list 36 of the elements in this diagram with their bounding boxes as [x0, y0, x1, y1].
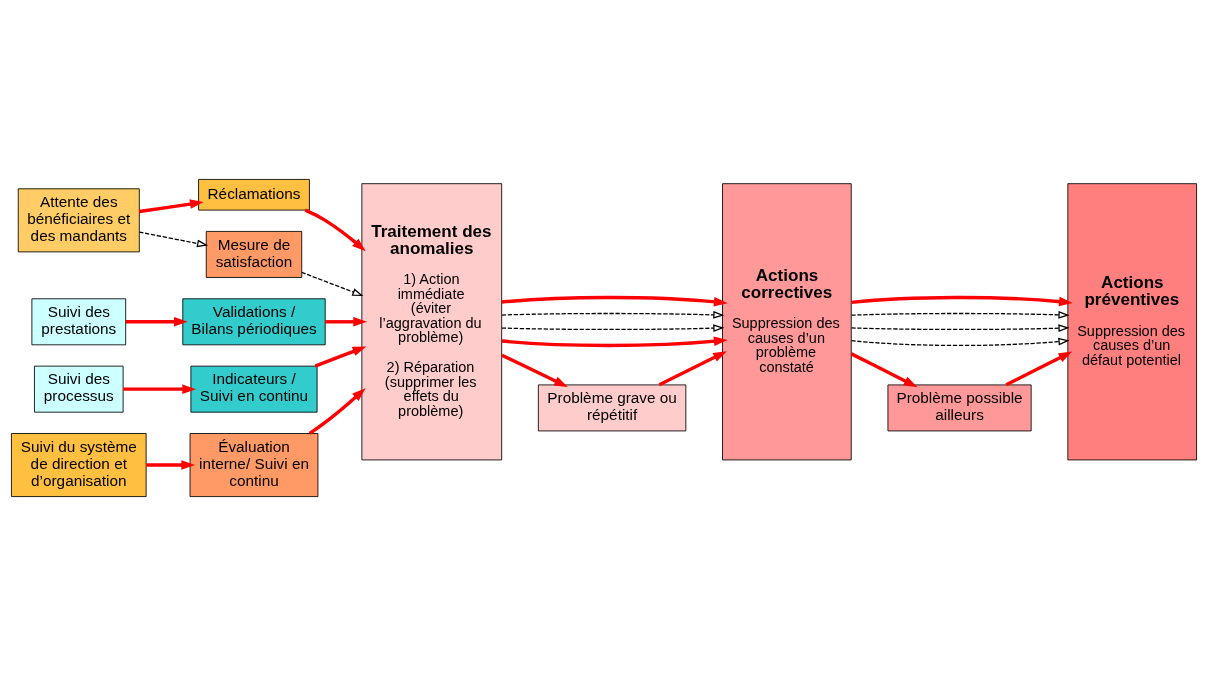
- node-box: Suivi du système de direction et d’organisation: [11, 432, 147, 497]
- arrow: [314, 346, 367, 368]
- arrow: [501, 336, 728, 347]
- arrow: [658, 350, 727, 386]
- arrow: [850, 310, 1070, 319]
- arrow: [501, 323, 725, 332]
- arrow: [304, 208, 366, 251]
- arrow: [851, 295, 1073, 306]
- arrow: [138, 230, 209, 247]
- node-box: Mesure de satisfaction: [205, 230, 303, 278]
- arrow: [125, 316, 188, 327]
- arrow: [308, 387, 366, 435]
- node-box: Traitement des anomalies 1) Action immédiate (éviter l’aggravation du problème) 2) Réparation (supprimer les effets du problème): [361, 182, 503, 460]
- node-box: Actions correctives Suppression des causes d’un problème constaté: [722, 182, 852, 460]
- arrow: [139, 198, 204, 213]
- arrow: [501, 353, 568, 387]
- node-box: Évaluation interne/ Suivi en continu: [189, 432, 319, 497]
- arrow: [850, 323, 1070, 332]
- node-box: Problème grave ou répétitif: [537, 383, 687, 431]
- arrow: [123, 383, 197, 394]
- node-box: Actions préventives Suppression des causes d’un défaut potentiel: [1067, 182, 1197, 460]
- arrow: [325, 316, 367, 327]
- arrow: [1005, 351, 1073, 386]
- node-box: Attente des bénéficiaires et des mandants: [17, 187, 140, 252]
- arrow: [501, 310, 725, 319]
- arrow: [301, 271, 364, 296]
- arrow: [146, 459, 196, 470]
- node-box: Réclamations: [198, 178, 310, 211]
- arrow: [850, 351, 918, 387]
- node-box: Problème possible ailleurs: [887, 383, 1032, 431]
- arrow: [501, 295, 728, 307]
- node-box: Suivi des prestations: [31, 297, 127, 345]
- arrow: [850, 337, 1070, 346]
- node-box: Suivi des processus: [34, 365, 124, 413]
- node-box: Validations / Bilans périodiques: [182, 297, 326, 345]
- node-box: Indicateurs / Suivi en continu: [190, 365, 318, 413]
